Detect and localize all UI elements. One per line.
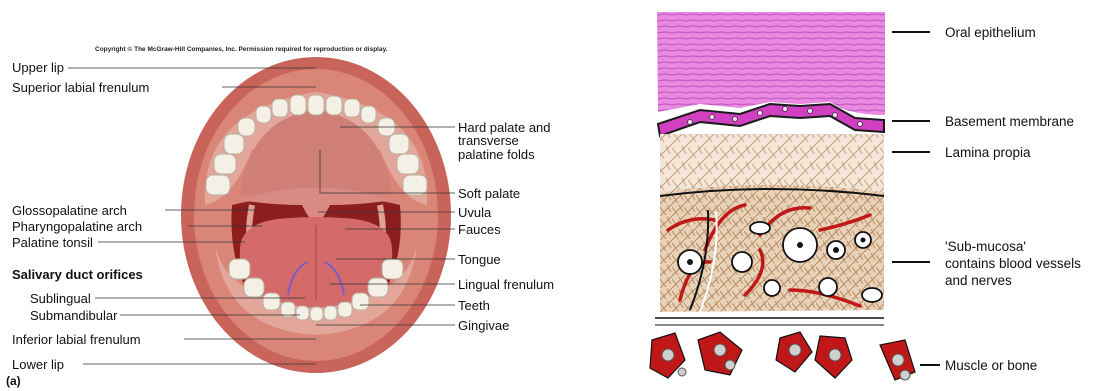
label-uvula: Uvula: [458, 205, 491, 220]
label-lamina-propia: Lamina propia: [945, 144, 1031, 161]
basement-membrane-layer: [658, 104, 884, 136]
label-hard-palate-3: palatine folds: [458, 147, 535, 162]
label-lingual-frenulum: Lingual frenulum: [458, 277, 554, 292]
label-tongue: Tongue: [458, 252, 501, 267]
label-muscle-or-bone: Muscle or bone: [945, 357, 1037, 374]
label-upper-lip: Upper lip: [12, 60, 64, 75]
label-soft-palate: Soft palate: [458, 186, 520, 201]
label-pharyngopalatine-arch: Pharyngopalatine arch: [12, 219, 142, 234]
label-gingivae: Gingivae: [458, 318, 509, 333]
submucosa-layer: [660, 185, 884, 312]
blood-vessels: [668, 205, 870, 306]
panel-label: (a): [6, 374, 21, 388]
label-oral-epithelium: Oral epithelium: [945, 24, 1036, 41]
label-palatine-tonsil: Palatine tonsil: [12, 235, 93, 250]
vessel-lumens: [678, 222, 882, 302]
label-lower-lip: Lower lip: [12, 357, 64, 372]
lamina-propia-layer: [660, 134, 884, 192]
label-inferior-labial-frenulum: Inferior labial frenulum: [12, 332, 141, 347]
label-salivary-duct-orifices: Salivary duct orifices: [12, 267, 143, 282]
label-superior-labial-frenulum: Superior labial frenulum: [12, 80, 149, 95]
oral-epithelium-layer: [657, 12, 885, 115]
label-submucosa-3: and nerves: [945, 272, 1012, 289]
label-submucosa-2: contains blood vessels: [945, 255, 1081, 272]
label-fauces: Fauces: [458, 222, 501, 237]
label-hard-palate-2: transverse: [458, 133, 519, 148]
label-sublingual: Sublingual: [30, 291, 91, 306]
label-glossopalatine-arch: Glossopalatine arch: [12, 203, 127, 218]
label-teeth: Teeth: [458, 298, 490, 313]
label-submucosa-1: 'Sub-mucosa': [945, 238, 1026, 255]
label-basement-membrane: Basement membrane: [945, 113, 1074, 130]
label-submandibular: Submandibular: [30, 308, 117, 323]
muscle-or-bone-layer: [650, 332, 915, 380]
